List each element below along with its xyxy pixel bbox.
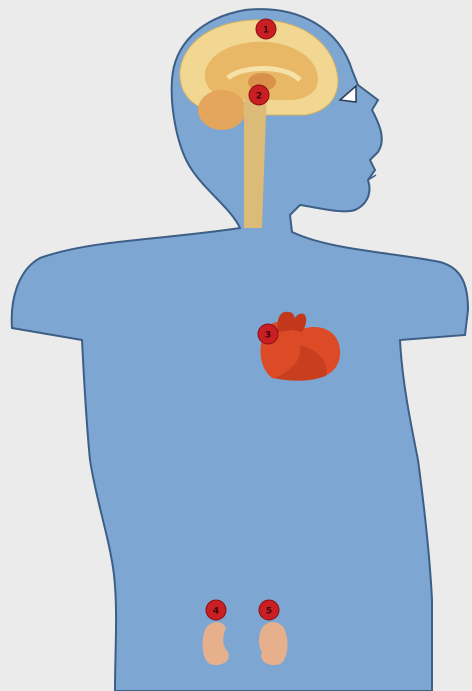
kidney-right: [259, 622, 287, 665]
marker-brainstem-label: 2: [256, 92, 262, 102]
marker-right-kidney-label: 5: [266, 607, 272, 617]
marker-brain[interactable]: 1: [256, 19, 276, 39]
marker-heart-label: 3: [265, 331, 271, 341]
marker-brainstem[interactable]: 2: [249, 85, 269, 105]
marker-left-kidney-label: 4: [213, 607, 219, 617]
marker-right-kidney[interactable]: 5: [259, 600, 279, 620]
marker-brain-label: 1: [263, 26, 269, 36]
marker-left-kidney[interactable]: 4: [206, 600, 226, 620]
marker-heart[interactable]: 3: [258, 324, 278, 344]
cerebellum: [198, 90, 246, 130]
